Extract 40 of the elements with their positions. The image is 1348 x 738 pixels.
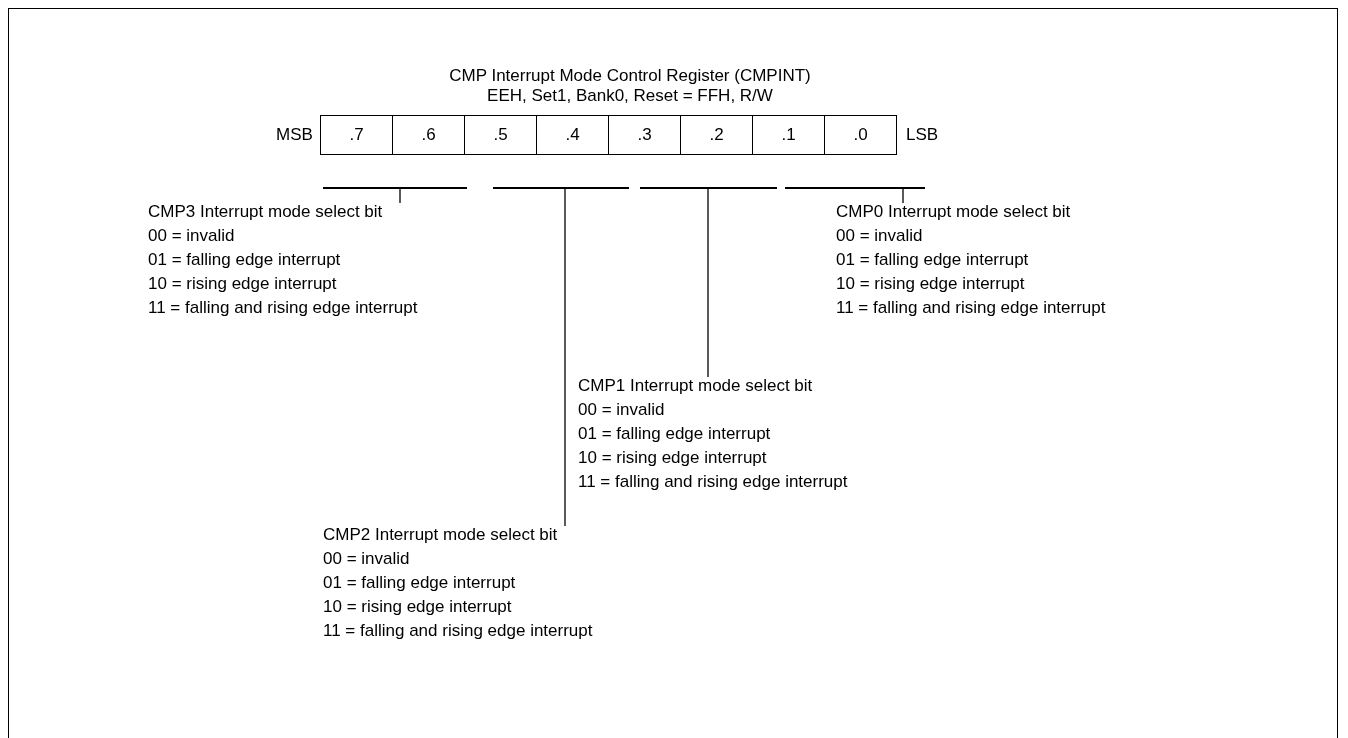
description-heading: CMP2 Interrupt mode select bit: [323, 524, 558, 546]
mode-setting: 11 = falling and rising edge interrupt: [578, 471, 848, 493]
mode-setting: 00 = invalid: [148, 225, 235, 247]
bracket-line: [493, 187, 629, 189]
mode-setting: 10 = rising edge interrupt: [578, 447, 767, 469]
lsb-label: LSB: [906, 125, 939, 145]
msb-label: MSB: [276, 125, 313, 145]
leader-line: [399, 188, 401, 204]
mode-setting: 00 = invalid: [578, 399, 665, 421]
mode-setting: 10 = rising edge interrupt: [323, 596, 512, 618]
mode-setting: 10 = rising edge interrupt: [836, 273, 1025, 295]
bit-cell: .4: [536, 115, 609, 155]
leader-line: [564, 188, 566, 527]
bit-cell: .7: [320, 115, 393, 155]
register-title: CMP Interrupt Mode Control Register (CMPINT): [448, 66, 812, 86]
bit-cell: .3: [608, 115, 681, 155]
bit-cell: .6: [392, 115, 465, 155]
mode-setting: 01 = falling edge interrupt: [148, 249, 341, 271]
leader-line: [902, 188, 904, 204]
mode-setting: 01 = falling edge interrupt: [836, 249, 1029, 271]
mode-setting: 10 = rising edge interrupt: [148, 273, 337, 295]
mode-setting: 11 = falling and rising edge interrupt: [836, 297, 1106, 319]
description-heading: CMP0 Interrupt mode select bit: [836, 201, 1071, 223]
bracket-line: [640, 187, 777, 189]
mode-setting: 00 = invalid: [323, 548, 410, 570]
bit-cell: .1: [752, 115, 825, 155]
leader-line: [707, 188, 709, 378]
bit-cell: .2: [680, 115, 753, 155]
description-heading: CMP3 Interrupt mode select bit: [148, 201, 383, 223]
mode-setting: 11 = falling and rising edge interrupt: [148, 297, 418, 319]
bracket-line: [323, 187, 467, 189]
description-heading: CMP1 Interrupt mode select bit: [578, 375, 813, 397]
mode-setting: 11 = falling and rising edge interrupt: [323, 620, 593, 642]
bit-cell: .0: [824, 115, 897, 155]
bracket-line: [785, 187, 925, 189]
mode-setting: 00 = invalid: [836, 225, 923, 247]
bit-cell: .5: [464, 115, 537, 155]
mode-setting: 01 = falling edge interrupt: [578, 423, 771, 445]
mode-setting: 01 = falling edge interrupt: [323, 572, 516, 594]
register-info: EEH, Set1, Bank0, Reset = FFH, R/W: [486, 86, 774, 106]
